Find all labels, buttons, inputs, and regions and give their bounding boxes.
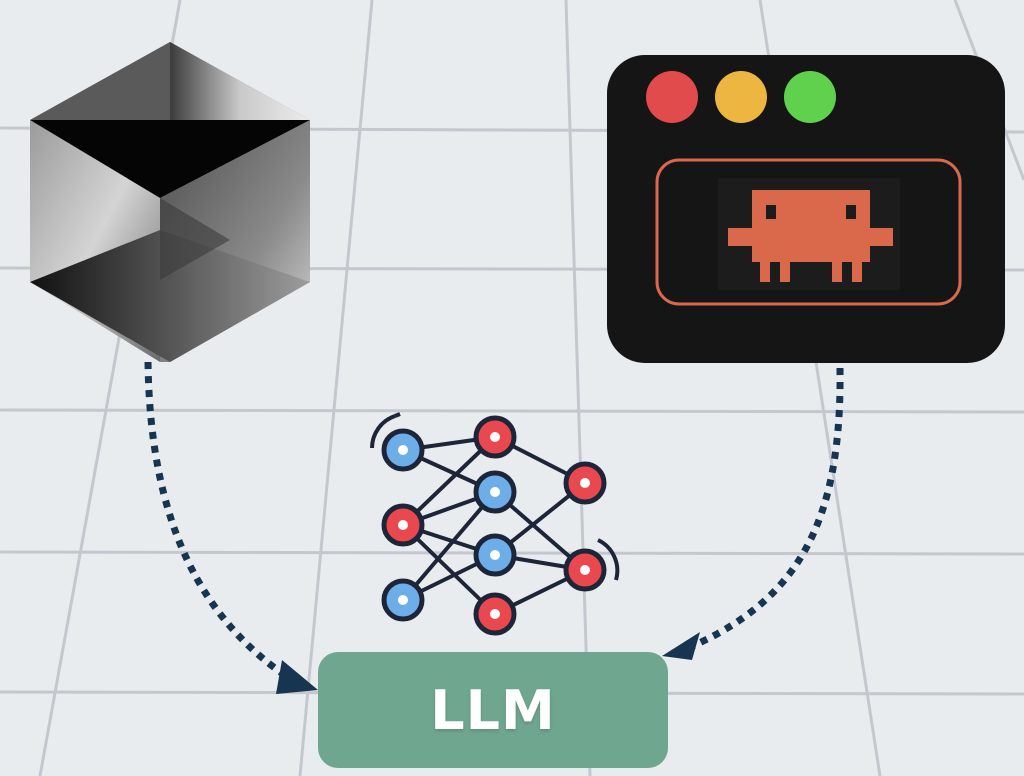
llm-label: LLM [430,678,556,742]
window-minimize-dot [715,71,767,123]
llm-box [318,652,668,768]
arrow-right-to-llm [686,367,844,652]
arrowhead-right [662,632,700,660]
window-close-dot [646,71,698,123]
flow-arrows [144,361,844,694]
app-window-icon [607,55,1005,363]
arrowhead-left [276,660,318,694]
geometric-cube-logo-icon [30,42,310,362]
neural-network-icon [370,412,620,636]
window-maximize-dot [784,71,836,123]
arrow-left-to-llm [144,361,294,683]
